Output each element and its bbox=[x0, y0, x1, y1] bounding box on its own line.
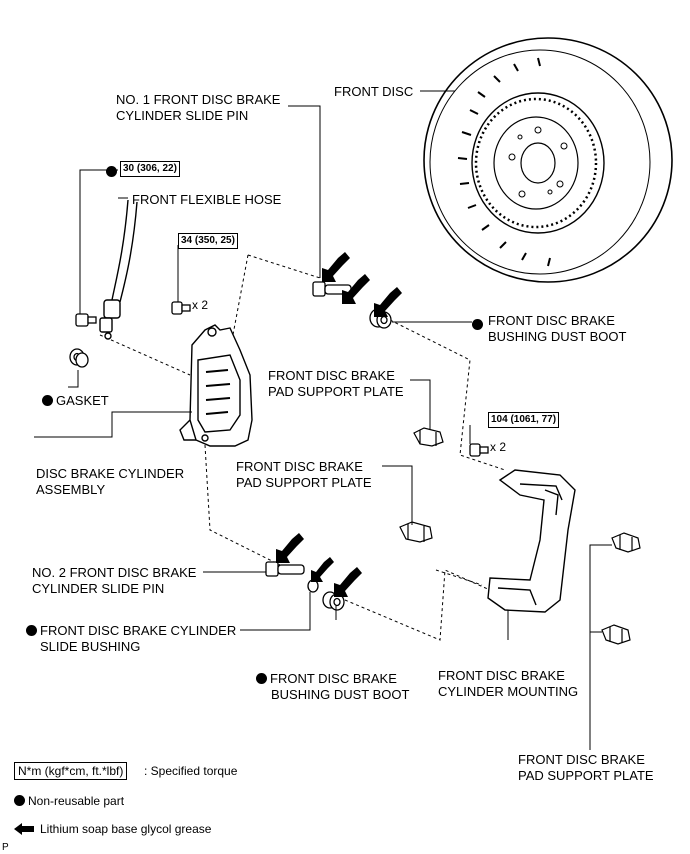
disc-brake-cylinder-label-line2: ASSEMBLY bbox=[36, 482, 106, 497]
legend-torque-unit-box: N*m (kgf*cm, ft.*lbf) bbox=[14, 762, 128, 780]
pad-support-plate-3-label-line2: PAD SUPPORT PLATE bbox=[518, 768, 654, 783]
slide-pin-2-label-line1: NO. 2 FRONT DISC BRAKE bbox=[32, 565, 197, 580]
slide-pin-1-label-line2: CYLINDER SLIDE PIN bbox=[116, 108, 249, 123]
disc-brake-cylinder-drawing bbox=[179, 324, 253, 447]
non-reusable-dot-icon bbox=[472, 316, 486, 334]
pad-support-plate-2-label-line2: PAD SUPPORT PLATE bbox=[236, 475, 372, 490]
legend-non-reusable-text: Non-reusable part bbox=[28, 794, 125, 808]
gasket-label-text: GASKET bbox=[56, 393, 109, 408]
slide-bushing-label-line2: SLIDE BUSHING bbox=[40, 639, 141, 654]
torque-spec-bleeder-bolts: 34 (350, 25) bbox=[178, 233, 238, 249]
torque-spec-mounting-bolts: 104 (1061, 77) bbox=[488, 412, 560, 428]
pad-support-plate-1-label-line1: FRONT DISC BRAKE bbox=[268, 368, 395, 383]
pad-support-plate-2-drawing bbox=[399, 521, 433, 543]
leader-lines bbox=[34, 90, 612, 750]
bushing-dust-boot-bottom-label-line1: FRONT DISC BRAKE bbox=[256, 671, 397, 687]
quantity-bleeder-bolts: x 2 bbox=[192, 298, 209, 312]
mounting-bolt-drawing bbox=[469, 443, 489, 457]
disc-brake-cylinder-label-line1: DISC BRAKE CYLINDER bbox=[36, 466, 185, 481]
pad-support-plate-1-label-line2: PAD SUPPORT PLATE bbox=[268, 384, 404, 399]
pad-support-plate-1-drawing bbox=[413, 427, 444, 447]
pad-support-plate-3b-drawing bbox=[601, 624, 631, 645]
grease-arrow-icon bbox=[276, 533, 304, 563]
slide-bushing-label-text: FRONT DISC BRAKE CYLINDER bbox=[40, 623, 237, 638]
non-reusable-dot-icon bbox=[14, 795, 25, 806]
cylinder-bolt-drawing bbox=[171, 301, 191, 315]
union-bolt-drawing bbox=[75, 313, 97, 327]
slide-pin-2-label-line2: CYLINDER SLIDE PIN bbox=[32, 581, 165, 596]
grease-arrow-icon bbox=[311, 557, 334, 582]
front-flexible-hose-drawing bbox=[99, 199, 138, 340]
non-reusable-dot-icon bbox=[26, 625, 37, 636]
grease-arrow-icon bbox=[374, 287, 402, 317]
legend-torque-description: : Specified torque bbox=[144, 764, 238, 778]
grease-arrow-icon bbox=[342, 274, 370, 304]
quantity-mounting-bolts: x 2 bbox=[490, 440, 507, 454]
slide-pin-1-label-line1: NO. 1 FRONT DISC BRAKE bbox=[116, 92, 281, 107]
legend-grease-arrow-icon bbox=[14, 823, 34, 835]
corner-mark: P bbox=[2, 842, 9, 853]
pad-support-plate-2-label-line1: FRONT DISC BRAKE bbox=[236, 459, 363, 474]
legend-grease: Lithium soap base glycol grease bbox=[40, 822, 212, 836]
grease-arrows bbox=[276, 252, 402, 597]
cylinder-mounting-drawing bbox=[487, 469, 576, 613]
legend-non-reusable: Non-reusable part bbox=[14, 793, 124, 809]
torque-spec-union-bolt: 30 (306, 22) bbox=[120, 161, 180, 177]
bushing-dust-boot-bottom-drawing bbox=[322, 591, 345, 611]
slide-bushing-label-line1: FRONT DISC BRAKE CYLINDER bbox=[26, 623, 236, 639]
bushing-dust-boot-top-label-line2: BUSHING DUST BOOT bbox=[488, 329, 627, 344]
gasket-label: GASKET bbox=[42, 393, 109, 409]
cylinder-mounting-label-line2: CYLINDER MOUNTING bbox=[438, 684, 579, 699]
grease-arrow-icon bbox=[322, 252, 350, 282]
flexible-hose-label: FRONT FLEXIBLE HOSE bbox=[132, 192, 282, 207]
bushing-dust-boot-top-label-line1: FRONT DISC BRAKE bbox=[488, 313, 615, 328]
non-reusable-dot-icon bbox=[106, 163, 120, 181]
bushing-dust-boot-bottom-label-text: FRONT DISC BRAKE bbox=[270, 671, 397, 686]
front-disc-label: FRONT DISC bbox=[334, 84, 414, 99]
non-reusable-dot-icon bbox=[42, 395, 53, 406]
pad-support-plate-3a-drawing bbox=[611, 532, 641, 553]
bushing-dust-boot-bottom-label-line2: BUSHING DUST BOOT bbox=[271, 687, 410, 702]
gasket-drawing bbox=[69, 348, 89, 368]
cylinder-mounting-label-line1: FRONT DISC BRAKE bbox=[438, 668, 565, 683]
slide-pin-2-drawing bbox=[265, 561, 305, 577]
non-reusable-dot-icon bbox=[256, 673, 267, 684]
grease-arrow-icon bbox=[334, 567, 362, 597]
front-disc-drawing bbox=[423, 37, 673, 283]
pad-support-plate-3-label-line1: FRONT DISC BRAKE bbox=[518, 752, 645, 767]
